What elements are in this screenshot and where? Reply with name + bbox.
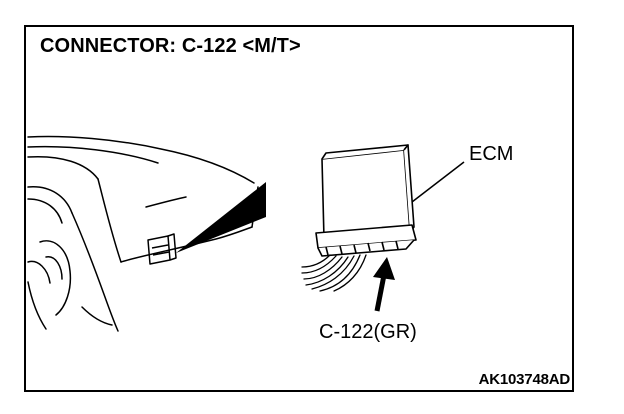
ecm-icon [315, 144, 417, 257]
connector-location-icon [147, 233, 177, 265]
harness-icon [301, 254, 367, 292]
diagram-drawing [27, 135, 465, 332]
callout-wedge [176, 182, 266, 253]
diagram-frame: CONNECTOR: C-122 <M/T> [24, 25, 574, 392]
pointer-arrow-icon [373, 257, 395, 312]
diagram-title: CONNECTOR: C-122 <M/T> [40, 35, 301, 57]
connector-label: C-122(GR) [319, 321, 417, 343]
dashboard-icon [27, 135, 259, 332]
ecm-label: ECM [469, 143, 514, 165]
figure-code: AK103748AD [478, 371, 571, 388]
ecm-leader-line [411, 161, 465, 203]
